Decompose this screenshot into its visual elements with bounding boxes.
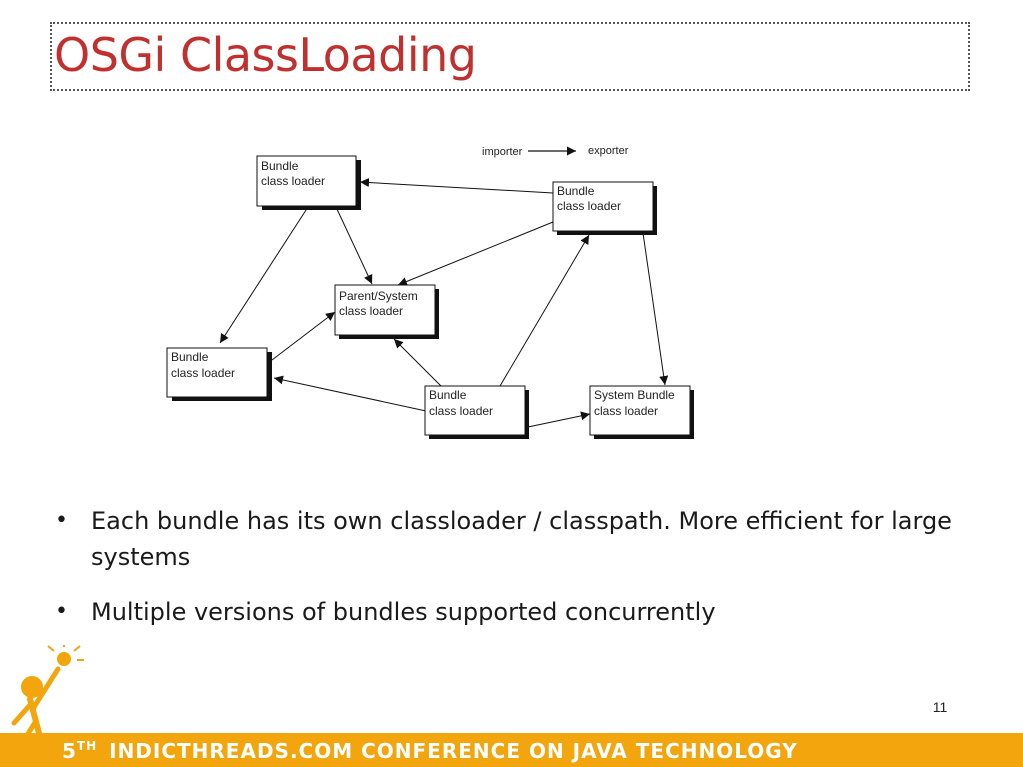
node-label-line1: Parent/System [339,289,418,303]
node-label-line1: Bundle [261,159,299,173]
node-label-line2: class loader [171,366,235,380]
legend-importer-label: importer [482,146,523,158]
edges [219,178,669,428]
footer-sup: TH [76,739,98,754]
edge-b1-to-ps [335,206,373,285]
legend: importer exporter [482,145,629,158]
node-bundle-bottom: Bundle class loader [424,385,529,439]
bullet-list: Each bundle has its own classloader / cl… [55,503,955,649]
title-frame: OSGi ClassLoading [50,22,970,91]
node-label-line2: class loader [557,199,621,213]
edge-b4-to-ps [393,338,442,387]
page-title: OSGi ClassLoading [54,28,477,82]
node-system-bundle: System Bundle class loader [589,385,694,439]
edge-b2-to-ps [397,221,554,286]
legend-exporter-label: exporter [588,145,629,157]
edge-b4-to-sb [527,411,591,428]
edge-b4-to-b2 [499,234,590,387]
node-parent-system: Parent/System class loader [334,284,439,339]
node-label-line2: class loader [594,404,658,418]
bullet-item: Multiple versions of bundles supported c… [55,594,955,630]
mascot-logo-icon [11,645,84,766]
node-bundle-top-right: Bundle class loader [552,181,657,235]
footer-bar [0,733,1023,767]
node-bundle-middle-left: Bundle class loader [166,347,272,401]
bullet-item: Each bundle has its own classloader / cl… [55,503,955,575]
node-label-line2: class loader [261,174,325,188]
edge-b2-to-sb [642,232,669,386]
edge-b3-to-ps [271,311,336,361]
node-label-line2: class loader [429,404,493,418]
node-label-line1: Bundle [171,350,209,364]
node-label-line1: Bundle [429,388,467,402]
node-label-line1: System Bundle [594,388,675,402]
slide-number: 11 [932,699,948,715]
edge-b2-to-b1 [359,178,554,194]
node-label-line1: Bundle [557,184,595,198]
node-bundle-top-left: Bundle class loader [256,155,361,210]
footer-conference: IndicThreads.com Conference on Java Tech… [109,739,798,763]
node-label-line2: class loader [339,304,403,318]
footer-number: 5 [62,739,77,763]
footer-banner-text: 5TH IndicThreads.com Conference on Java … [62,739,798,763]
edge-b4-to-b3 [273,375,427,412]
edge-b1-to-b3 [219,206,309,344]
